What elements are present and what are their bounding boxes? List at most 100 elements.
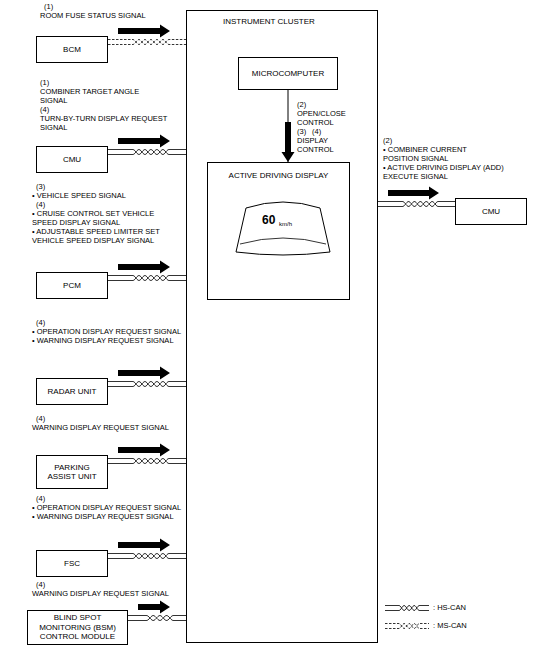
twisted-pair-wire <box>108 554 186 559</box>
twisted-pair-wire <box>108 459 186 464</box>
road-line <box>240 238 326 244</box>
signal-arrow <box>118 25 170 38</box>
callout-number: (1) <box>44 2 74 11</box>
signal-name: COMBINER TARGET ANGLE SIGNAL <box>40 87 160 105</box>
twisted-pair-wire <box>378 202 455 207</box>
signal-arrow <box>118 539 170 552</box>
microcomputer-box: MICROCOMPUTER <box>238 57 338 90</box>
legend-text: : MS-CAN <box>433 621 467 630</box>
box-label: RADAR UNIT <box>45 387 100 397</box>
signal-name: • CRUISE CONTROL SET VEHICLE SPEED DISPL… <box>32 209 177 227</box>
twisted-pair-wire <box>378 202 455 207</box>
legend-text: : HS-CAN <box>433 603 466 612</box>
twisted-pair-wire <box>108 554 186 559</box>
can-connection <box>108 367 186 387</box>
twisted-pair-wire <box>108 276 186 281</box>
box-label: BLIND SPOT MONITORING (BSM) CONTROL MODU… <box>28 613 127 642</box>
display-box: ACTIVE DRIVING DISPLAY <box>207 162 350 300</box>
callout-number: (4) <box>36 200 66 209</box>
box-label: FSC <box>61 559 83 569</box>
legend-sample <box>385 606 429 611</box>
callout-number: (3) <box>297 127 311 136</box>
signal-name: • COMBINER CURRENT POSITION SIGNAL <box>383 145 488 163</box>
box-label: MICROCOMPUTER <box>249 69 327 79</box>
box-heading: ACTIVE DRIVING DISPLAY <box>208 171 349 181</box>
signal-name: WARNING DISPLAY REQUEST SIGNAL <box>32 423 184 432</box>
signal-name: • VEHICLE SPEED SIGNAL <box>32 191 182 200</box>
twisted-pair-wire <box>128 616 186 621</box>
module-box: BCM <box>36 36 108 63</box>
twisted-pair-wire <box>385 624 429 629</box>
module-box: RADAR UNIT <box>36 378 108 405</box>
signal-name: ROOM FUSE STATUS SIGNAL <box>40 11 190 20</box>
callout-number: (4) <box>36 414 66 423</box>
callout-number: (3) <box>36 182 66 191</box>
signal-arrow <box>118 135 170 148</box>
signal-name: • WARNING DISPLAY REQUEST SIGNAL <box>32 512 182 521</box>
callout-number: (4) <box>40 105 70 114</box>
callout-number: (4) <box>312 127 326 136</box>
signal-arrow <box>138 601 170 614</box>
twisted-pair-wire <box>108 150 186 155</box>
can-connection <box>108 539 186 559</box>
signal-name: DISPLAY CONTROL <box>297 136 359 154</box>
signal-name: km/h <box>279 221 301 228</box>
can-connection <box>378 187 455 207</box>
signal-arrow <box>118 367 170 380</box>
can-connection <box>108 444 186 464</box>
signal-name: • ACTIVE DRIVING DISPLAY (ADD) EXECUTE S… <box>383 163 525 181</box>
signal-name: • OPERATION DISPLAY REQUEST SIGNAL <box>32 503 182 512</box>
callout-number: (4) <box>36 318 66 327</box>
signal-name: OPEN/CLOSE CONTROL <box>297 109 359 127</box>
callout-number: (2) <box>297 100 311 109</box>
twisted-pair-wire <box>108 382 186 387</box>
box-label: PCM <box>60 281 84 291</box>
signal-name: TURN-BY-TURN DISPLAY REQUEST SIGNAL <box>40 114 190 132</box>
module-box: FSC <box>36 550 108 577</box>
signal-name: • ADJUSTABLE SPEED LIMITER SET VEHICLE S… <box>32 227 172 245</box>
cluster-box: INSTRUMENT CLUSTER MICROCOMPUTER ACTIVE DR… <box>186 10 378 643</box>
signal-arrow <box>118 444 170 457</box>
callout-number: (2) <box>383 136 413 145</box>
module-box: CMU <box>455 198 527 225</box>
callout-number: (4) <box>36 580 66 589</box>
signal-name: • WARNING DISPLAY REQUEST SIGNAL <box>32 336 182 345</box>
twisted-pair-wire <box>108 40 186 45</box>
twisted-pair-wire <box>385 624 429 629</box>
control-arrow <box>282 90 295 162</box>
module-box: BLIND SPOT MONITORING (BSM) CONTROL MODU… <box>27 610 128 645</box>
twisted-pair-wire <box>128 616 186 621</box>
twisted-pair-wire <box>108 40 186 45</box>
twisted-pair-wire <box>108 382 186 387</box>
twisted-pair-wire <box>108 150 186 155</box>
box-label: BCM <box>60 45 84 55</box>
can-connection <box>108 25 186 45</box>
twisted-pair-wire <box>108 459 186 464</box>
can-connection <box>128 601 186 621</box>
module-box: CMU <box>36 146 108 173</box>
can-connection <box>108 261 186 281</box>
signal-arrow <box>282 122 295 162</box>
box-label: PARKING ASSIST UNIT <box>37 463 107 482</box>
legend-sample <box>385 624 429 629</box>
twisted-pair-wire <box>385 606 429 611</box>
signal-arrow <box>118 261 170 274</box>
signal-name: WARNING DISPLAY REQUEST SIGNAL <box>32 589 184 598</box>
signal-arrow <box>388 187 439 200</box>
module-box: PARKING ASSIST UNIT <box>36 455 108 489</box>
box-heading: INSTRUMENT CLUSTER <box>223 17 315 27</box>
twisted-pair-wire <box>385 606 429 611</box>
signal-name: • OPERATION DISPLAY REQUEST SIGNAL <box>32 327 182 336</box>
box-label: CMU <box>60 155 84 165</box>
callout-number: (4) <box>36 494 66 503</box>
twisted-pair-wire <box>108 276 186 281</box>
can-connection <box>108 135 186 155</box>
combiner-outline <box>236 202 330 255</box>
box-label: CMU <box>479 207 503 217</box>
module-box: PCM <box>36 272 108 299</box>
